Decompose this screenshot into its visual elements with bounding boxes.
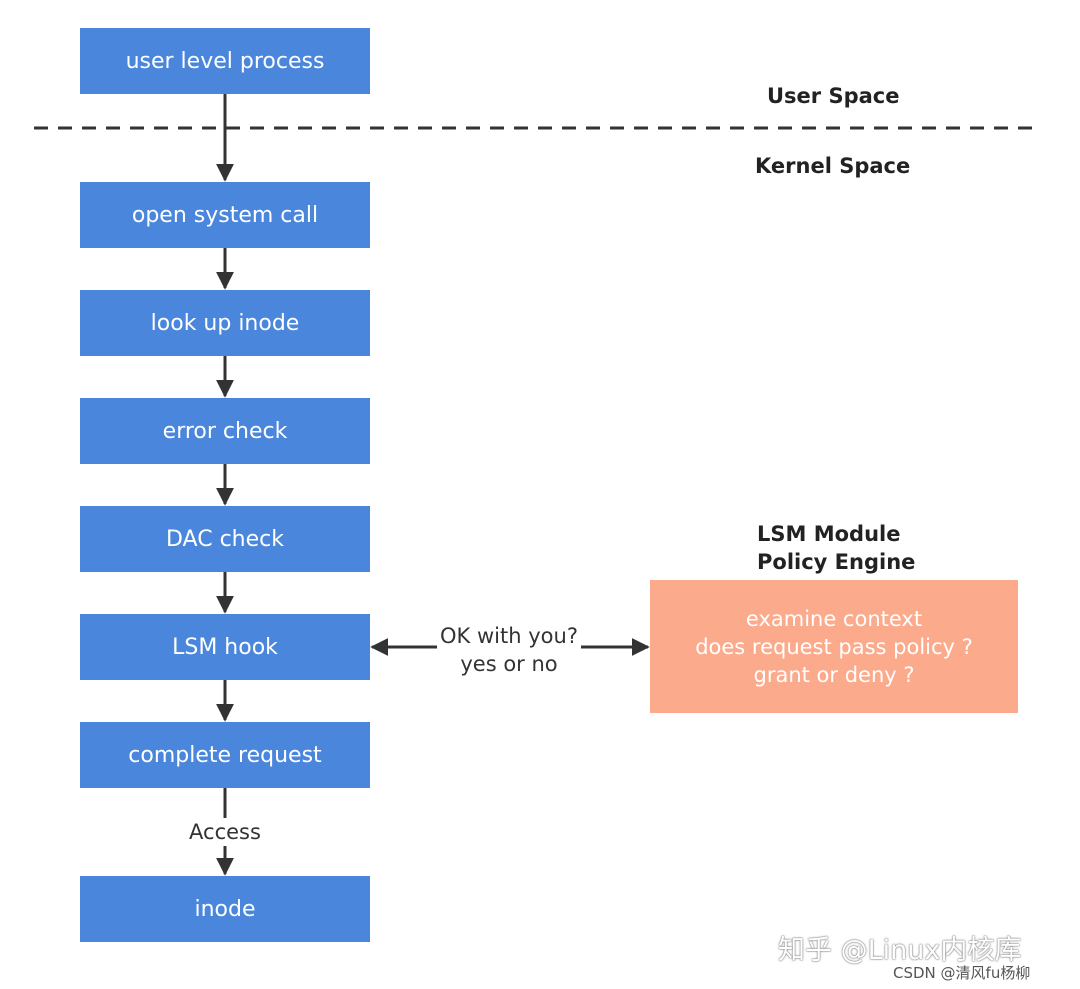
engine-title-line2: Policy Engine xyxy=(757,550,916,574)
engine-title-line1: LSM Module xyxy=(757,522,901,546)
step-inode: inode xyxy=(80,876,370,942)
user-space-label: User Space xyxy=(767,84,900,108)
step-dac-check: DAC check xyxy=(80,506,370,572)
step-error-check: error check xyxy=(80,398,370,464)
query-label-line2: yes or no xyxy=(460,652,558,676)
kernel-space-label: Kernel Space xyxy=(755,154,911,178)
step-lsm-hook: LSM hook xyxy=(80,614,370,680)
engine-line-pass-policy: does request pass policy ? xyxy=(695,634,973,659)
access-label: Access xyxy=(184,818,266,846)
step-look-up-inode: look up inode xyxy=(80,290,370,356)
step-open-system-call: open system call xyxy=(80,182,370,248)
zhihu-watermark: 知乎 @Linux内核库 xyxy=(778,935,1022,966)
step-complete-request: complete request xyxy=(80,722,370,788)
csdn-watermark: CSDN @清风fu杨柳 xyxy=(893,964,1031,982)
engine-line-grant-deny: grant or deny ? xyxy=(753,662,915,687)
step-user-level-process: user level process xyxy=(80,28,370,94)
policy-engine-box: examine context does request pass policy… xyxy=(650,580,1018,713)
query-label: OK with you? yes or no xyxy=(437,622,581,678)
engine-line-examine: examine context xyxy=(745,606,923,631)
query-label-line1: OK with you? xyxy=(440,624,578,648)
